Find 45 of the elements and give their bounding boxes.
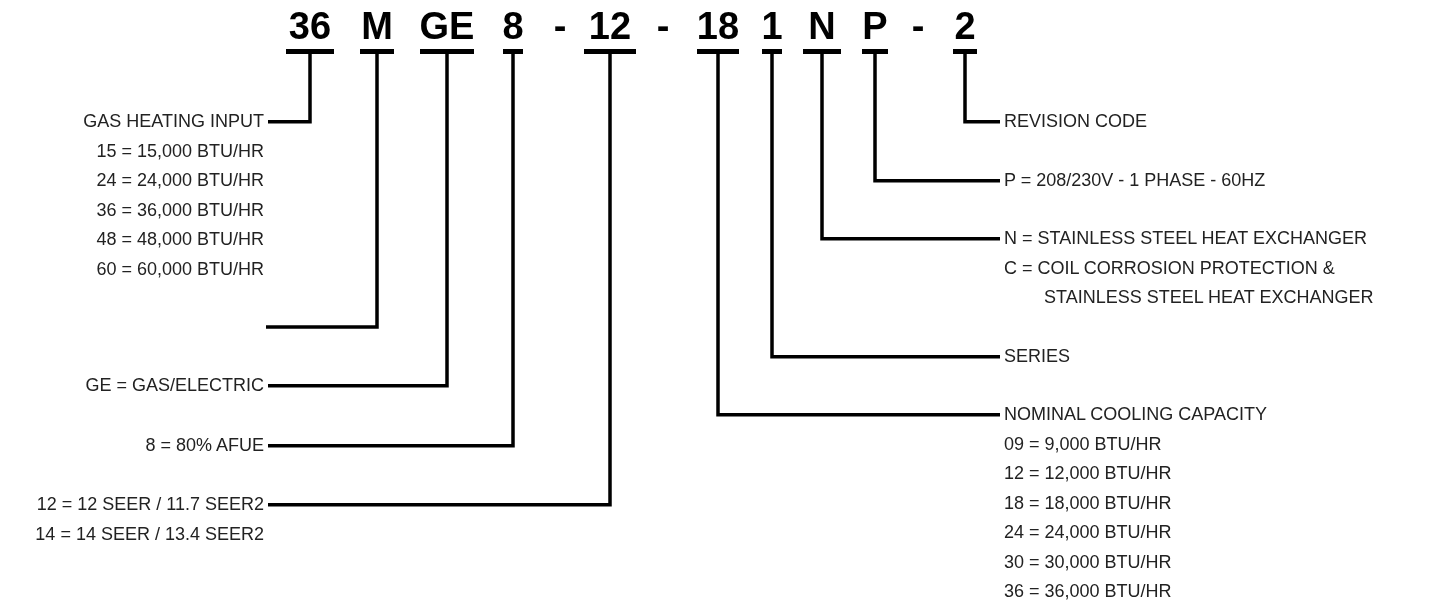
leader-line (268, 54, 612, 507)
code-segment: 8 (503, 4, 523, 54)
leader-line (716, 54, 1000, 417)
option-text: 48 = 48,000 BTU/HR (96, 228, 264, 251)
code-segment: M (360, 4, 394, 54)
code-segment: 36 (286, 4, 334, 54)
separator-dash: - (656, 4, 670, 48)
code-description: NOMINAL COOLING CAPACITY (1004, 403, 1268, 426)
code-segment: 12 (584, 4, 636, 54)
option-text: 15 = 15,000 BTU/HR (96, 139, 264, 163)
code-description: 8 = 80% AFUE (145, 434, 264, 457)
code-segment: P (862, 4, 888, 54)
code-segment: N (803, 4, 841, 54)
separator-dash: - (911, 4, 925, 48)
leader-line (268, 54, 449, 388)
code-description: 12 = 12 SEER / 11.7 SEER2 (36, 493, 264, 516)
leader-line (963, 54, 1000, 124)
leader-line (820, 54, 1000, 241)
option-text: 12 = 12,000 BTU/HR (1004, 462, 1172, 485)
code-description: SERIES (1004, 345, 1071, 368)
option-text: 09 = 9,000 BTU/HR (1004, 432, 1162, 456)
code-description: P = 208/230V - 1 PHASE - 60HZ (1004, 169, 1266, 192)
option-text: 30 = 30,000 BTU/HR (1004, 550, 1172, 574)
code-segment: 18 (697, 4, 739, 54)
code-segment: GE (420, 4, 474, 54)
code-description: REVISION CODE (1004, 110, 1148, 133)
code-segment: 2 (953, 4, 977, 54)
leader-line (770, 54, 1000, 359)
option-text: C = COIL CORROSION PROTECTION & STAINLESS STEEL HEAT EXCHANGER (1004, 256, 1375, 309)
code-description: GE = GAS/ELECTRIC (85, 374, 264, 397)
leader-line (266, 54, 379, 329)
option-text: 18 = 18,000 BTU/HR (1004, 491, 1172, 515)
option-text: 36 = 36,000 BTU/HR (1004, 580, 1172, 603)
option-text: 14 = 14 SEER / 13.4 SEER2 (35, 522, 264, 546)
option-text: 24 = 24,000 BTU/HR (1004, 521, 1172, 544)
option-text: 60 = 60,000 BTU/HR (96, 257, 264, 281)
leader-line (268, 54, 312, 124)
separator-dash: - (553, 4, 567, 48)
option-text: 24 = 24,000 BTU/HR (96, 169, 264, 192)
code-description: N = STAINLESS STEEL HEAT EXCHANGER (1004, 227, 1367, 250)
leader-line (268, 54, 515, 448)
code-segment: 1 (762, 4, 782, 54)
leader-line (873, 54, 1000, 183)
option-text: 36 = 36,000 BTU/HR (96, 198, 264, 222)
code-description: GAS HEATING INPUT (83, 110, 264, 133)
